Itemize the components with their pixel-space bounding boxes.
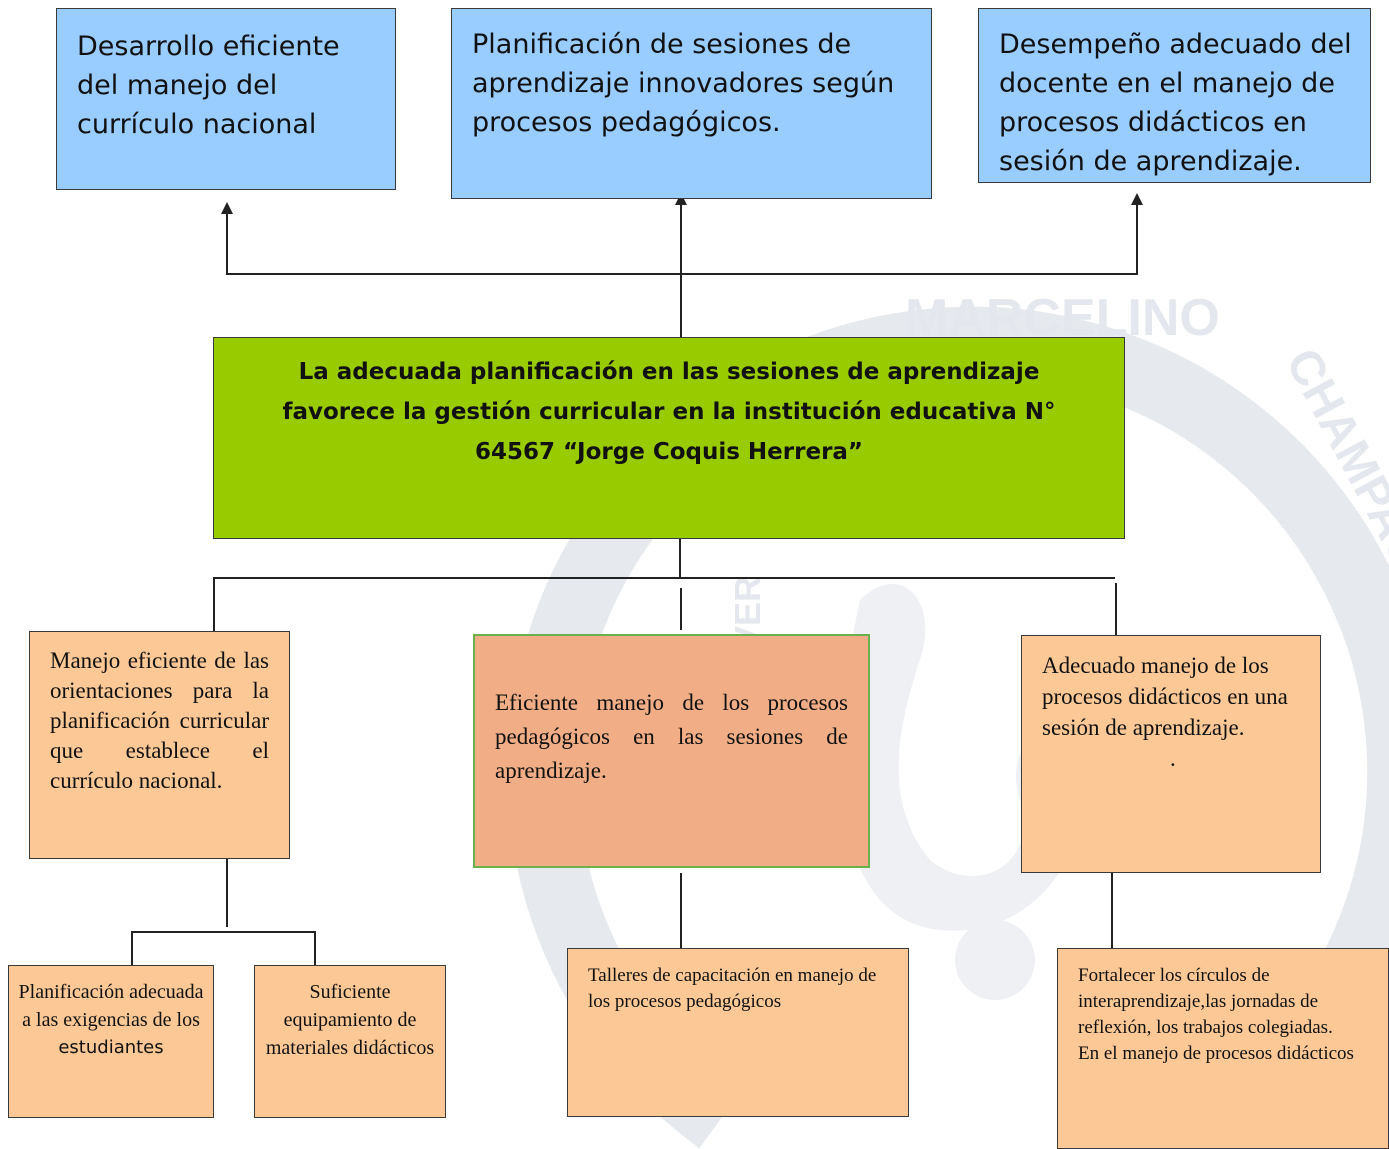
cause-box-orientaciones: Manejo eficiente de las orientaciones pa… [29,631,290,859]
connector-center-sub [680,873,682,949]
connector-right-sub [1111,872,1113,948]
solution-box-circulos-text-1: Fortalecer los círculos de interaprendiz… [1078,965,1333,1038]
cause-box-procesos-pedagogicos-text: Eficiente manejo de los procesos pedagóg… [495,690,848,783]
solution-box-equipamiento-text: Suficiente equipamiento de materiales di… [265,981,435,1059]
solution-box-circulos-text-2: En el manejo de procesos didácticos [1078,1043,1354,1064]
central-line-1: La adecuada planificación en las sesione… [298,359,1040,385]
central-line-2: favorece la gestión curricular en la ins… [282,399,1056,425]
effect-box-desempeno-text: Desempeño adecuado del docente en el man… [999,29,1352,177]
connector-left-sub-b [314,931,316,965]
cause-box-procesos-didacticos-dot: . [1170,746,1176,771]
solution-box-circulos: Fortalecer los círculos de interaprendiz… [1057,948,1389,1149]
connector-left-sub-down [226,857,228,927]
cause-box-procesos-didacticos-text: Adecuado manejo de los procesos didáctic… [1042,653,1288,740]
effect-box-curriculo: Desarrollo eficiente del manejo del curr… [56,8,396,190]
connector-left-sub-horizontal [131,931,316,933]
connector-center-down [679,538,681,578]
connector-left-sub-a [131,931,133,965]
central-problem-box: La adecuada planificación en las sesione… [213,337,1125,539]
connector-bottom-horizontal [213,577,1115,579]
effect-box-planificacion-text: Planificación de sesiones de aprendizaje… [472,29,895,138]
connector-left-up [226,212,228,274]
solution-box-talleres-text: Talleres de capacitación en manejo de lo… [588,965,877,1012]
effect-box-planificacion: Planificación de sesiones de aprendizaje… [451,8,932,199]
connector-down-right [1115,583,1117,635]
cause-box-orientaciones-text: Manejo eficiente de las orientaciones pa… [50,648,269,793]
connector-down-center [680,588,682,630]
solution-box-planificacion: Planificación adecuada a las exigencias … [8,965,214,1118]
cause-box-procesos-didacticos: Adecuado manejo de los procesos didáctic… [1021,635,1321,873]
solution-box-planificacion-text: Planificación adecuada a las exigencias … [18,981,204,1031]
connector-down-left [213,577,215,631]
solution-box-equipamiento: Suficiente equipamiento de materiales di… [254,965,446,1118]
solution-box-planificacion-last: estudiantes [58,1037,164,1058]
connector-right-up [1136,205,1138,275]
arrow-up-left [221,202,233,214]
solution-box-talleres: Talleres de capacitación en manejo de lo… [567,948,909,1117]
connector-center-up [680,200,682,338]
cause-box-procesos-pedagogicos: Eficiente manejo de los procesos pedagóg… [473,634,870,868]
effect-box-desempeno: Desempeño adecuado del docente en el man… [978,8,1371,183]
connector-top-horizontal [226,273,1138,275]
effect-box-curriculo-text: Desarrollo eficiente del manejo del curr… [77,31,340,140]
arrow-up-right [1131,193,1143,205]
central-line-3: 64567 “Jorge Coquis Herrera” [474,439,864,465]
